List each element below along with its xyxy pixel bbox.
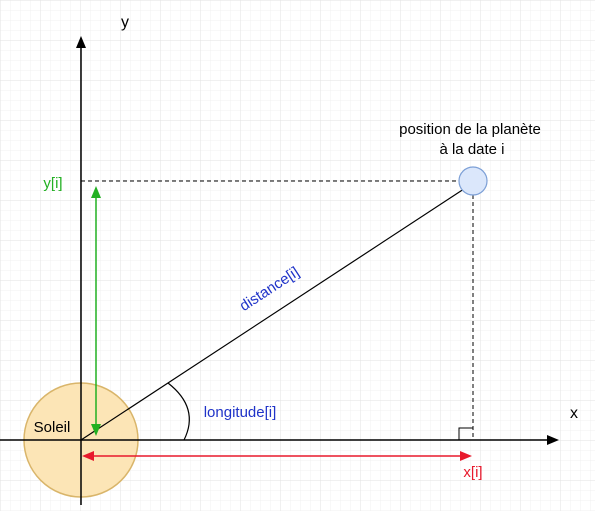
y-value-arrow [91,186,101,436]
planet-circle [458,166,488,196]
planet-label-line1: position de la planète [399,121,541,138]
sun-label: Soleil [34,419,71,436]
x-axis [0,435,559,445]
longitude-label: longitude[i] [204,404,277,421]
y-axis-label: y [121,14,129,31]
x-axis-label: x [570,405,578,422]
planet-label-line2: à la date i [439,141,504,158]
y-value-label: y[i] [43,175,62,192]
longitude-arc [167,382,190,441]
y-axis [76,36,86,505]
right-angle-marker [458,427,473,440]
x-value-label: x[i] [463,464,482,481]
distance-line [80,184,471,441]
x-value-arrow [82,451,472,461]
